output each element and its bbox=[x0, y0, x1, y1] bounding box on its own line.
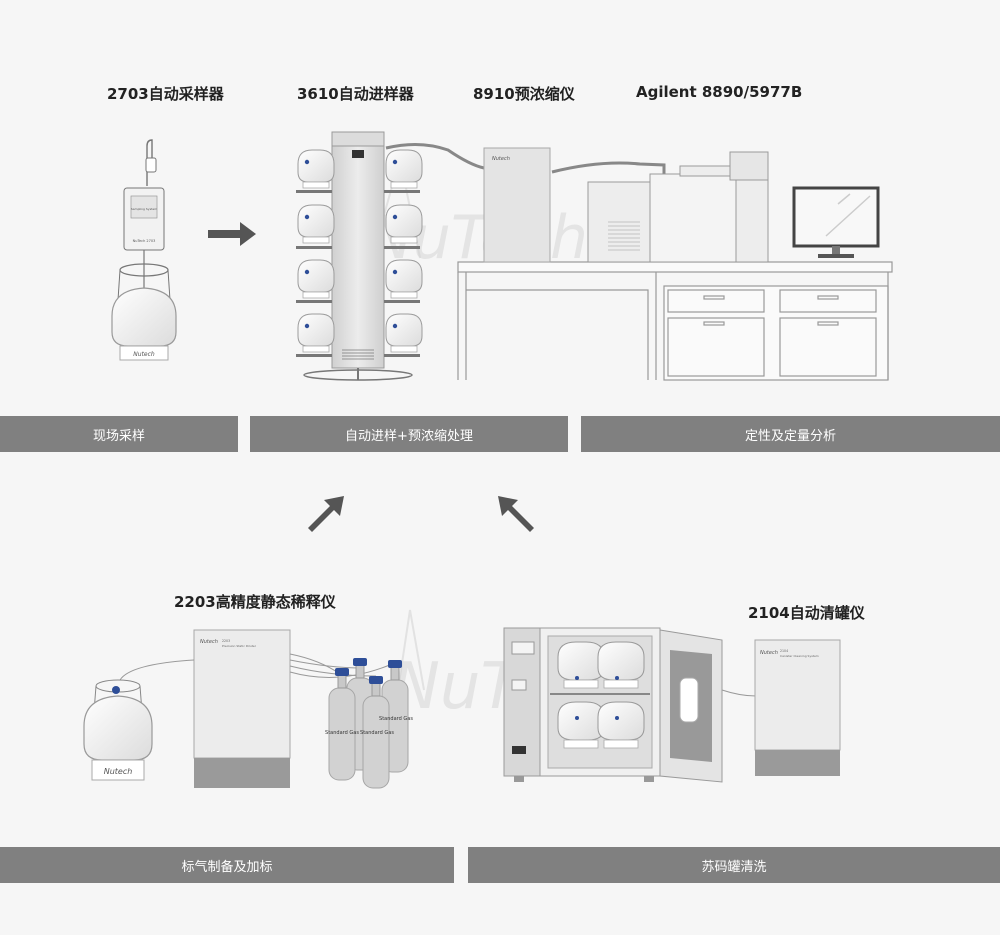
gcms-device bbox=[587, 151, 880, 263]
sampler-2703-device: Sampling System NuTech 2703 Nutech bbox=[111, 139, 177, 361]
autosampler-3610-device bbox=[296, 131, 423, 381]
diluter-model-text: 2203 bbox=[222, 639, 230, 643]
sampler-canister-brand: Nutech bbox=[133, 351, 155, 358]
sampler-model-text: NuTech 2703 bbox=[133, 239, 156, 243]
sampler-screen-text: Sampling System bbox=[131, 207, 157, 211]
flow-arrow-up-left bbox=[498, 496, 534, 532]
diluter-name-text: Precision Static Diluter bbox=[222, 644, 257, 648]
diluter-canister: Nutech bbox=[83, 679, 153, 781]
bar-canister-cleaning: 苏码罐清洗 bbox=[468, 847, 1000, 883]
label-2104-cleaner: 2104自动清罐仪 bbox=[748, 604, 865, 622]
cylinder-label-2: Standard Gas bbox=[325, 730, 359, 736]
cleaner-name-text: Canister Cleaning System bbox=[780, 654, 819, 658]
cylinder-label-3: Standard Gas bbox=[360, 730, 394, 736]
canister-oven bbox=[503, 627, 723, 783]
preconcentrator-brand: Nutech bbox=[492, 156, 510, 162]
diluter-canister-brand: Nutech bbox=[104, 767, 133, 776]
label-gcms: Agilent 8890/5977B bbox=[636, 83, 803, 101]
cleaner-brand: Nutech bbox=[760, 650, 778, 656]
standard-gas-cylinders: Standard Gas Standard Gas Standard Gas bbox=[325, 657, 413, 789]
cleaner-2104-device: Nutech 2104 Canister Cleaning System bbox=[754, 639, 841, 776]
bar-auto-inject-preconcentration: 自动进样+预浓缩处理 bbox=[250, 416, 568, 452]
cylinder-label-1: Standard Gas bbox=[379, 716, 413, 722]
bar-field-sampling: 现场采样 bbox=[0, 416, 238, 452]
cleaner-model-text: 2104 bbox=[780, 649, 788, 653]
flow-arrow-up-right bbox=[308, 496, 344, 532]
diluter-brand: Nutech bbox=[200, 639, 218, 645]
label-2703-sampler: 2703自动采样器 bbox=[107, 85, 224, 103]
preconcentrator-8910-device: Nutech bbox=[483, 147, 551, 263]
flow-arrow-right bbox=[208, 222, 256, 246]
label-3610-autosampler: 3610自动进样器 bbox=[297, 85, 414, 103]
lab-bench bbox=[457, 261, 893, 381]
label-8910-preconcentrator: 8910预浓缩仪 bbox=[473, 85, 575, 103]
bar-standard-gas-preparation: 标气制备及加标 bbox=[0, 847, 454, 883]
bar-qualitative-quantitative-analysis: 定性及定量分析 bbox=[581, 416, 1000, 452]
diluter-2203-device: Nutech 2203 Precision Static Diluter bbox=[193, 629, 291, 788]
label-2203-diluter: 2203高精度静态稀释仪 bbox=[174, 593, 336, 611]
